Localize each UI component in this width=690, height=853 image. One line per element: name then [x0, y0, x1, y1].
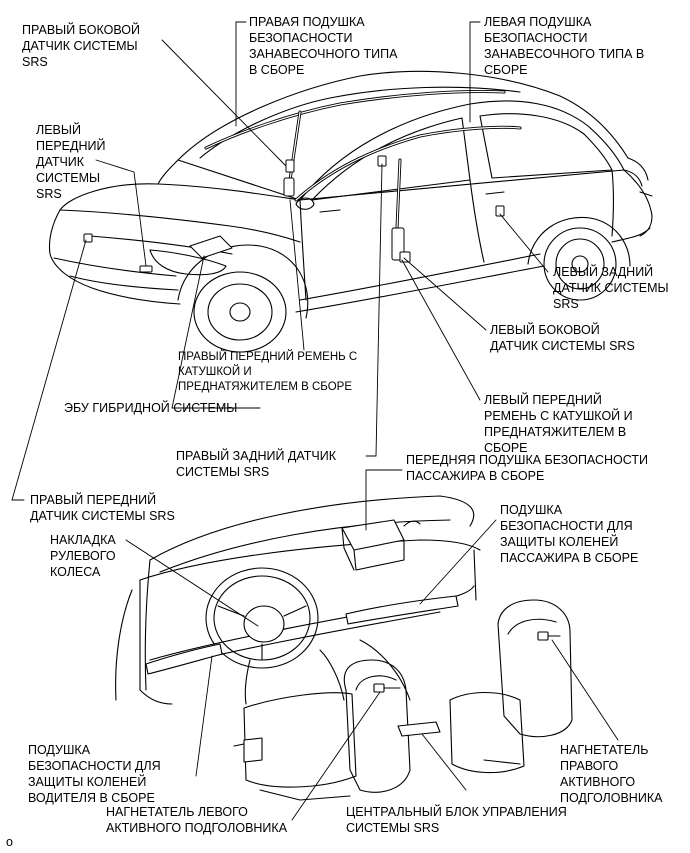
label-right-curtain-airbag: ПРАВАЯ ПОДУШКА БЕЗОПАСНОСТИ ЗАНАВЕСОЧНОГ…	[249, 15, 398, 77]
label-right-rear-sensor: ПРАВЫЙ ЗАДНИЙ ДАТЧИК СИСТЕМЫ SRS	[176, 449, 336, 479]
leader-lines	[11, 21, 619, 821]
label-right-front-belt: ПРАВЫЙ ПЕРЕДНИЙ РЕМЕНЬ С КАТУШКОЙ И ПРЕД…	[178, 351, 358, 393]
label-steering-pad: НАКЛАДКА РУЛЕВОГО КОЛЕСА	[50, 533, 116, 579]
label-passenger-front-airbag: ПЕРЕДНЯЯ ПОДУШКА БЕЗОПАСНОСТИ ПАССАЖИРА …	[406, 453, 648, 483]
label-center-airbag-sensor: ЦЕНТРАЛЬНЫЙ БЛОК УПРАВЛЕНИЯ СИСТЕМЫ SRS	[346, 805, 567, 835]
label-left-headrest-inflator: НАГНЕТАТЕЛЬ ЛЕВОГО АКТИВНОГО ПОДГОЛОВНИК…	[106, 805, 288, 835]
figure-code: o	[6, 835, 13, 849]
curtain-airbags	[204, 90, 522, 202]
label-left-curtain-airbag: ЛЕВАЯ ПОДУШКА БЕЗОПАСНОСТИ ЗАНАВЕСОЧНОГО…	[484, 15, 645, 77]
label-left-front-belt: ЛЕВЫЙ ПЕРЕДНИЙ РЕМЕНЬ С КАТУШКОЙ И ПРЕДН…	[484, 393, 633, 455]
label-left-side-sensor: ЛЕВЫЙ БОКОВОЙ ДАТЧИК СИСТЕМЫ SRS	[490, 323, 635, 353]
label-hybrid-ecu: ЭБУ ГИБРИДНОЙ СИСТЕМЫ	[64, 401, 238, 415]
label-left-front-sensor: ЛЕВЫЙ ПЕРЕДНИЙ ДАТЧИК СИСТЕМЫ SRS	[36, 123, 106, 201]
car-components	[83, 155, 505, 273]
label-right-headrest-inflator: НАГНЕТАТЕЛЬ ПРАВОГО АКТИВНОГО ПОДГОЛОВНИ…	[560, 743, 663, 805]
label-passenger-knee-airbag: ПОДУШКА БЕЗОПАСНОСТИ ДЛЯ ЗАЩИТЫ КОЛЕНЕЙ …	[500, 503, 639, 565]
label-left-rear-sensor: ЛЕВЫЙ ЗАДНИЙ ДАТЧИК СИСТЕМЫ SRS	[553, 265, 669, 311]
interior-illustration	[115, 495, 573, 801]
label-driver-knee-airbag: ПОДУШКА БЕЗОПАСНОСТИ ДЛЯ ЗАЩИТЫ КОЛЕНЕЙ …	[28, 743, 161, 805]
label-right-side-sensor: ПРАВЫЙ БОКОВОЙ ДАТЧИК СИСТЕМЫ SRS	[22, 23, 140, 69]
label-right-front-sensor: ПРАВЫЙ ПЕРЕДНИЙ ДАТЧИК СИСТЕМЫ SRS	[30, 493, 175, 523]
